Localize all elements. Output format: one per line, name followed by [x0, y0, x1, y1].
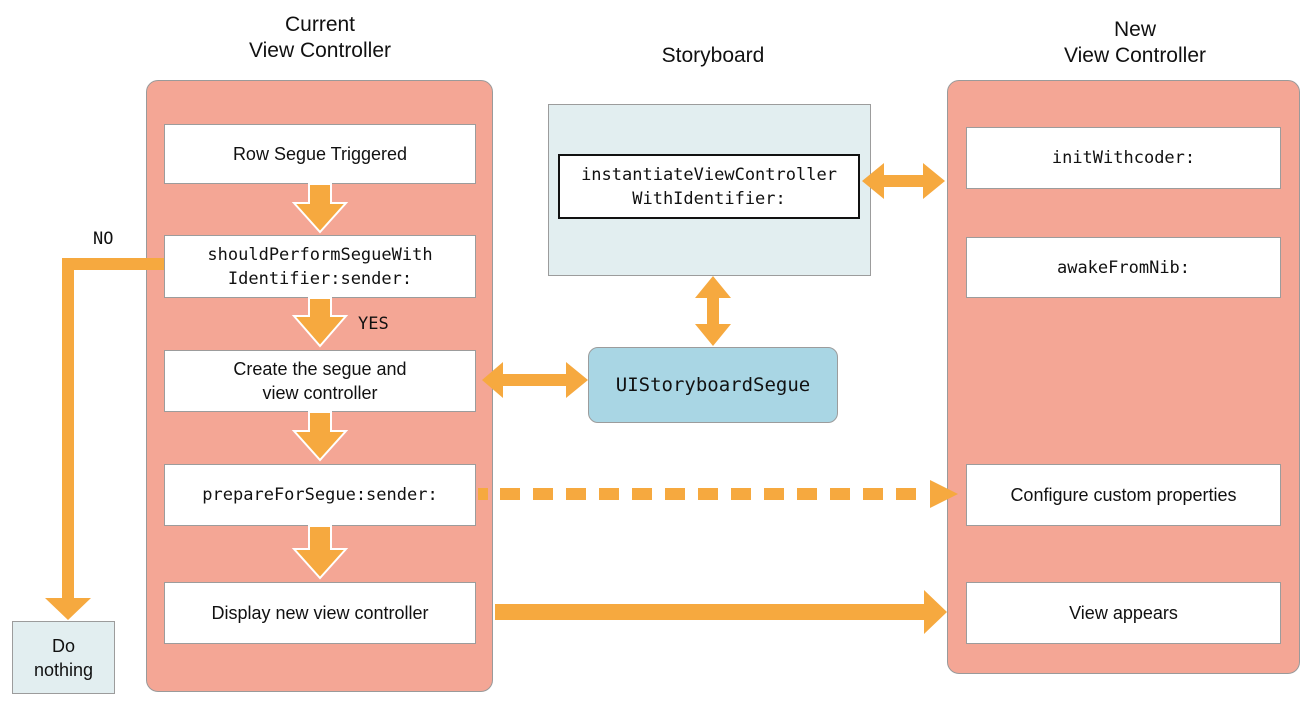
current-vc-title: Current View Controller: [248, 13, 391, 62]
down-arrow-1: [291, 183, 349, 234]
down-arrow-3: [291, 411, 349, 462]
step-awake-from-nib: awakeFromNib:: [966, 237, 1281, 298]
down-arrow-2: [291, 297, 349, 348]
storyboard-title: Storyboard: [661, 44, 765, 67]
step-display-new-vc: Display new view controller: [164, 582, 476, 644]
segue-double-arrow: [482, 362, 588, 398]
storyboard-segue-vertical-arrow: [695, 276, 731, 346]
instantiate-vc-method: instantiateViewController WithIdentifier…: [558, 154, 860, 219]
down-arrow-4: [291, 525, 349, 580]
yes-label: YES: [358, 314, 389, 334]
storyboard-segue-box: UIStoryboardSegue: [588, 347, 838, 423]
step-configure-properties: Configure custom properties: [966, 464, 1281, 526]
storyboard-init-double-arrow: [862, 163, 945, 199]
step-view-appears: View appears: [966, 582, 1281, 644]
no-label: NO: [93, 229, 114, 249]
step-prepare-for-segue: prepareForSegue:sender:: [164, 464, 476, 526]
new-vc-title: New View Controller: [1063, 18, 1206, 67]
step-row-segue-triggered: Row Segue Triggered: [164, 124, 476, 184]
display-arrow: [495, 590, 947, 634]
step-init-with-coder: initWithcoder:: [966, 127, 1281, 189]
do-nothing-box: Do nothing: [12, 621, 115, 694]
prepare-dashed-arrow: [478, 480, 958, 508]
no-branch-arrow: [45, 258, 164, 620]
